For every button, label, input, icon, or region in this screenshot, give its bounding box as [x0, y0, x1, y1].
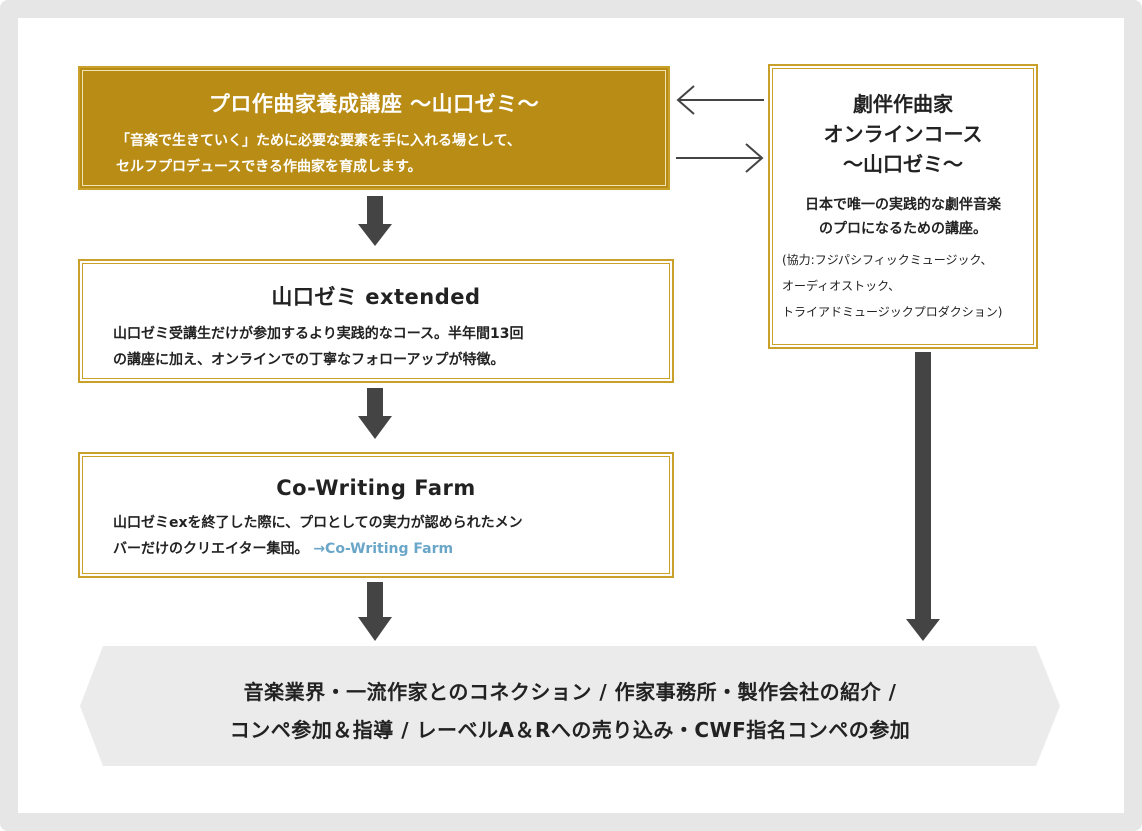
course-box-cowriting: Co-Writing Farm 山口ゼミexを終了した際に、プロとしての実力が認…	[78, 452, 674, 578]
desc-line-1: 「音楽で生きていく」ために必要な要素を手に入れる場として、	[116, 133, 521, 149]
down-arrow-2-shaft	[367, 388, 383, 418]
down-arrow-4-shaft	[915, 352, 931, 622]
arrow-left-head	[676, 85, 695, 115]
down-arrow-3-shaft	[367, 582, 383, 620]
course-desc-extended: 山口ゼミ受講生だけが参加するより実践的なコース。半年間13回 の講座に加え、オン…	[113, 321, 672, 373]
course-box-pro-composer: プロ作曲家養成講座 〜山口ゼミ〜 「音楽で生きていく」ために必要な要素を手に入れ…	[78, 66, 670, 190]
title-line-2: オンラインコース	[823, 122, 983, 146]
course-box-extended: 山口ゼミ extended 山口ゼミ受講生だけが参加するより実践的なコース。半年…	[78, 259, 674, 383]
down-arrow-2-head	[358, 416, 392, 439]
down-arrow-1-head	[358, 224, 392, 246]
cooperation-note: (協力:フジパシフィックミュージック、 オーディオストック、 トライアドミュージ…	[770, 247, 1036, 325]
desc-line-2-wrapper: バーだけのクリエイター集団。 →Co-Writing Farm	[113, 536, 672, 562]
desc-line-1: 日本で唯一の実践的な劇伴音楽	[805, 197, 1001, 213]
desc-line-2: セルフプロデュースできる作曲家を育成します。	[116, 159, 422, 175]
title-line-1: 劇伴作曲家	[853, 92, 953, 116]
arrow-right-head	[745, 143, 764, 173]
cowriting-farm-link[interactable]: →Co-Writing Farm	[313, 541, 454, 557]
desc-line-1: 山口ゼミ受講生だけが参加するより実践的なコース。半年間13回	[113, 326, 524, 342]
course-box-soundtrack: 劇伴作曲家 オンラインコース 〜山口ゼミ〜 日本で唯一の実践的な劇伴音楽 のプロ…	[768, 64, 1038, 349]
course-desc-soundtrack: 日本で唯一の実践的な劇伴音楽 のプロになるための講座。	[770, 193, 1036, 241]
course-desc-cowriting: 山口ゼミexを終了した際に、プロとしての実力が認められたメン バーだけのクリエイ…	[113, 510, 672, 562]
note-line-2: オーディオストック、	[782, 279, 901, 293]
down-arrow-4-head	[906, 619, 940, 641]
course-title-cowriting: Co-Writing Farm	[276, 476, 476, 500]
down-arrow-1-shaft	[367, 196, 383, 226]
note-line-3: トライアドミュージックプロダクション)	[782, 305, 1003, 319]
title-line-3: 〜山口ゼミ〜	[843, 152, 963, 176]
desc-line-2: バーだけのクリエイター集団。	[113, 541, 309, 557]
desc-line-1: 山口ゼミexを終了した際に、プロとしての実力が認められたメン	[113, 515, 523, 531]
down-arrow-3-head	[358, 617, 392, 641]
course-desc-pro-composer: 「音楽で生きていく」ために必要な要素を手に入れる場として、 セルフプロデュースで…	[116, 128, 668, 180]
banner-text: 音楽業界・一流作家とのコネクション / 作家事務所・製作会社の紹介 / コンペ参…	[80, 673, 1060, 749]
course-title-extended: 山口ゼミ extended	[271, 285, 481, 309]
desc-line-2: の講座に加え、オンラインでの丁寧なフォローアップが特徴。	[113, 352, 505, 368]
course-title-soundtrack: 劇伴作曲家 オンラインコース 〜山口ゼミ〜	[770, 89, 1036, 179]
banner-line-2: コンペ参加＆指導 / レーベルA＆Rへの売り込み・CWF指名コンペの参加	[229, 718, 911, 742]
course-title-pro-composer: プロ作曲家養成講座 〜山口ゼミ〜	[208, 92, 540, 116]
note-line-1: (協力:フジパシフィックミュージック、	[782, 253, 993, 267]
banner-line-1: 音楽業界・一流作家とのコネクション / 作家事務所・製作会社の紹介 /	[243, 680, 897, 704]
desc-line-2: のプロになるための講座。	[819, 221, 987, 237]
